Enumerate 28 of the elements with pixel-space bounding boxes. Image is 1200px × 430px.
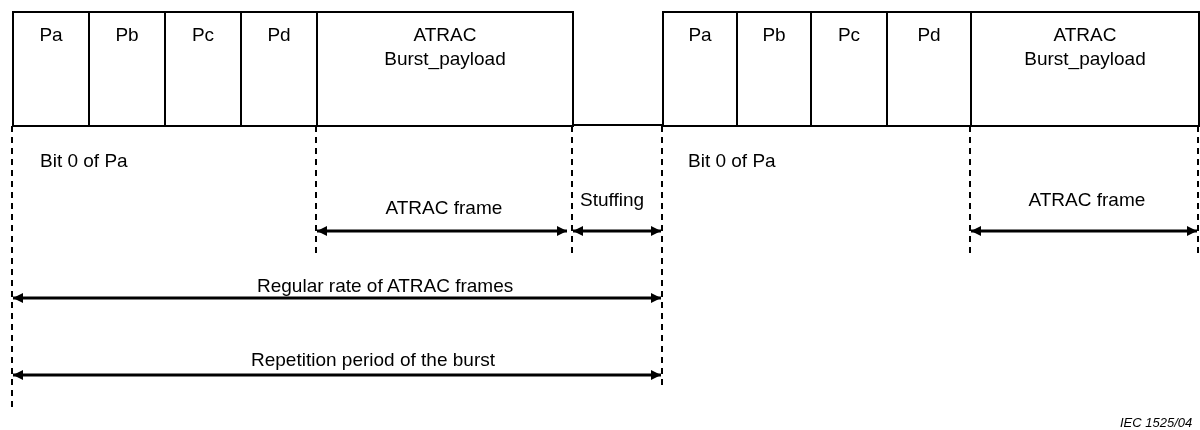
field-box [970,11,1200,127]
field-label: ATRAC Burst_payload [383,23,507,71]
field-box [886,11,972,127]
field-box [88,11,166,127]
field-label: Pc [191,23,215,47]
field-box [736,11,812,127]
field-box [316,11,574,127]
field-box [12,11,90,127]
field-label: Pa [39,23,63,47]
dimension-label: Stuffing [580,189,645,211]
field-box [164,11,242,127]
field-label: Pc [837,23,861,47]
figure-number: IEC 1525/04 [1120,414,1193,430]
field-box [240,11,318,127]
field-label: Pd [267,23,291,47]
field-label: Pb [115,23,139,47]
field-label: ATRAC Burst_payload [1023,23,1147,71]
field-box [810,11,888,127]
dimension-label: Repetition period of the burst [251,349,495,371]
field-label: Pa [688,23,712,47]
bit-label: Bit 0 of Pa [688,150,776,172]
bit-label: Bit 0 of Pa [40,150,128,172]
dimension-label: Regular rate of ATRAC frames [257,275,514,297]
field-label: Pb [762,23,786,47]
dimension-label: ATRAC frame [1028,189,1146,211]
dimension-label: ATRAC frame [385,197,503,219]
field-box [662,11,738,127]
field-label: Pd [917,23,941,47]
